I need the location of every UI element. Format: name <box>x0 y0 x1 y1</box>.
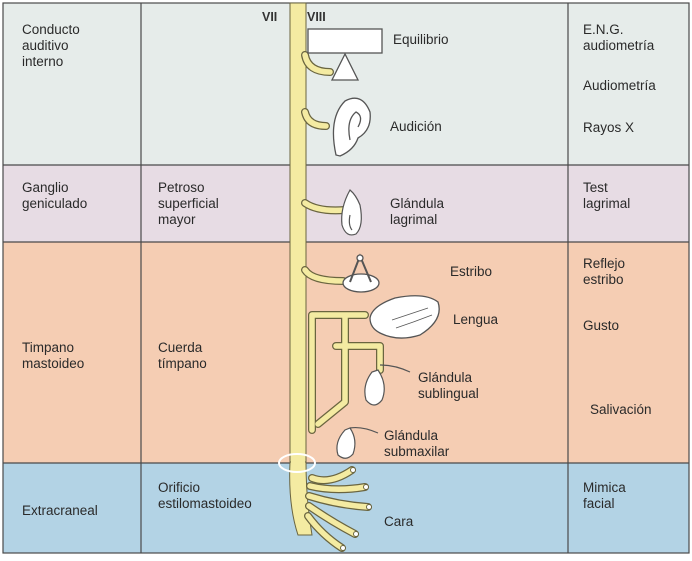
test-eng-audiometria: E.N.G. audiometría <box>583 22 654 54</box>
test-rayos-x: Rayos X <box>583 120 634 136</box>
nerve-label-viii: VIII <box>307 10 326 24</box>
nerve-label-vii: VII <box>262 10 277 24</box>
test-audiometria: Audiometría <box>583 78 656 94</box>
test-salivacion: Salivación <box>590 402 652 418</box>
test-mimica-facial: Mimica facial <box>583 480 626 512</box>
location-internal-canal: Conducto auditivo interno <box>22 22 80 70</box>
branch-extracranial: Orificio estilomastoideo <box>158 480 252 512</box>
function-equilibrio: Equilibrio <box>393 32 449 48</box>
function-estribo: Estribo <box>450 264 492 280</box>
location-extracranial: Extracraneal <box>22 503 98 519</box>
branch-tympanic: Cuerda tímpano <box>158 340 207 372</box>
location-tympanic: Timpano mastoideo <box>22 340 84 372</box>
test-reflejo-estribo: Reflejo estribo <box>583 256 625 288</box>
function-glandula-submaxilar: Glándula submaxilar <box>384 428 449 460</box>
test-lagrimal: Test lagrimal <box>583 180 630 212</box>
function-lengua: Lengua <box>453 312 498 328</box>
function-glandula-sublingual: Glándula sublingual <box>418 370 479 402</box>
branch-geniculate: Petroso superficial mayor <box>158 180 219 228</box>
function-glandula-lagrimal: Glándula lagrimal <box>390 196 444 228</box>
function-audicion: Audición <box>390 119 442 135</box>
test-gusto: Gusto <box>583 318 619 334</box>
function-cara: Cara <box>384 514 413 530</box>
location-geniculate: Ganglio geniculado <box>22 180 87 212</box>
